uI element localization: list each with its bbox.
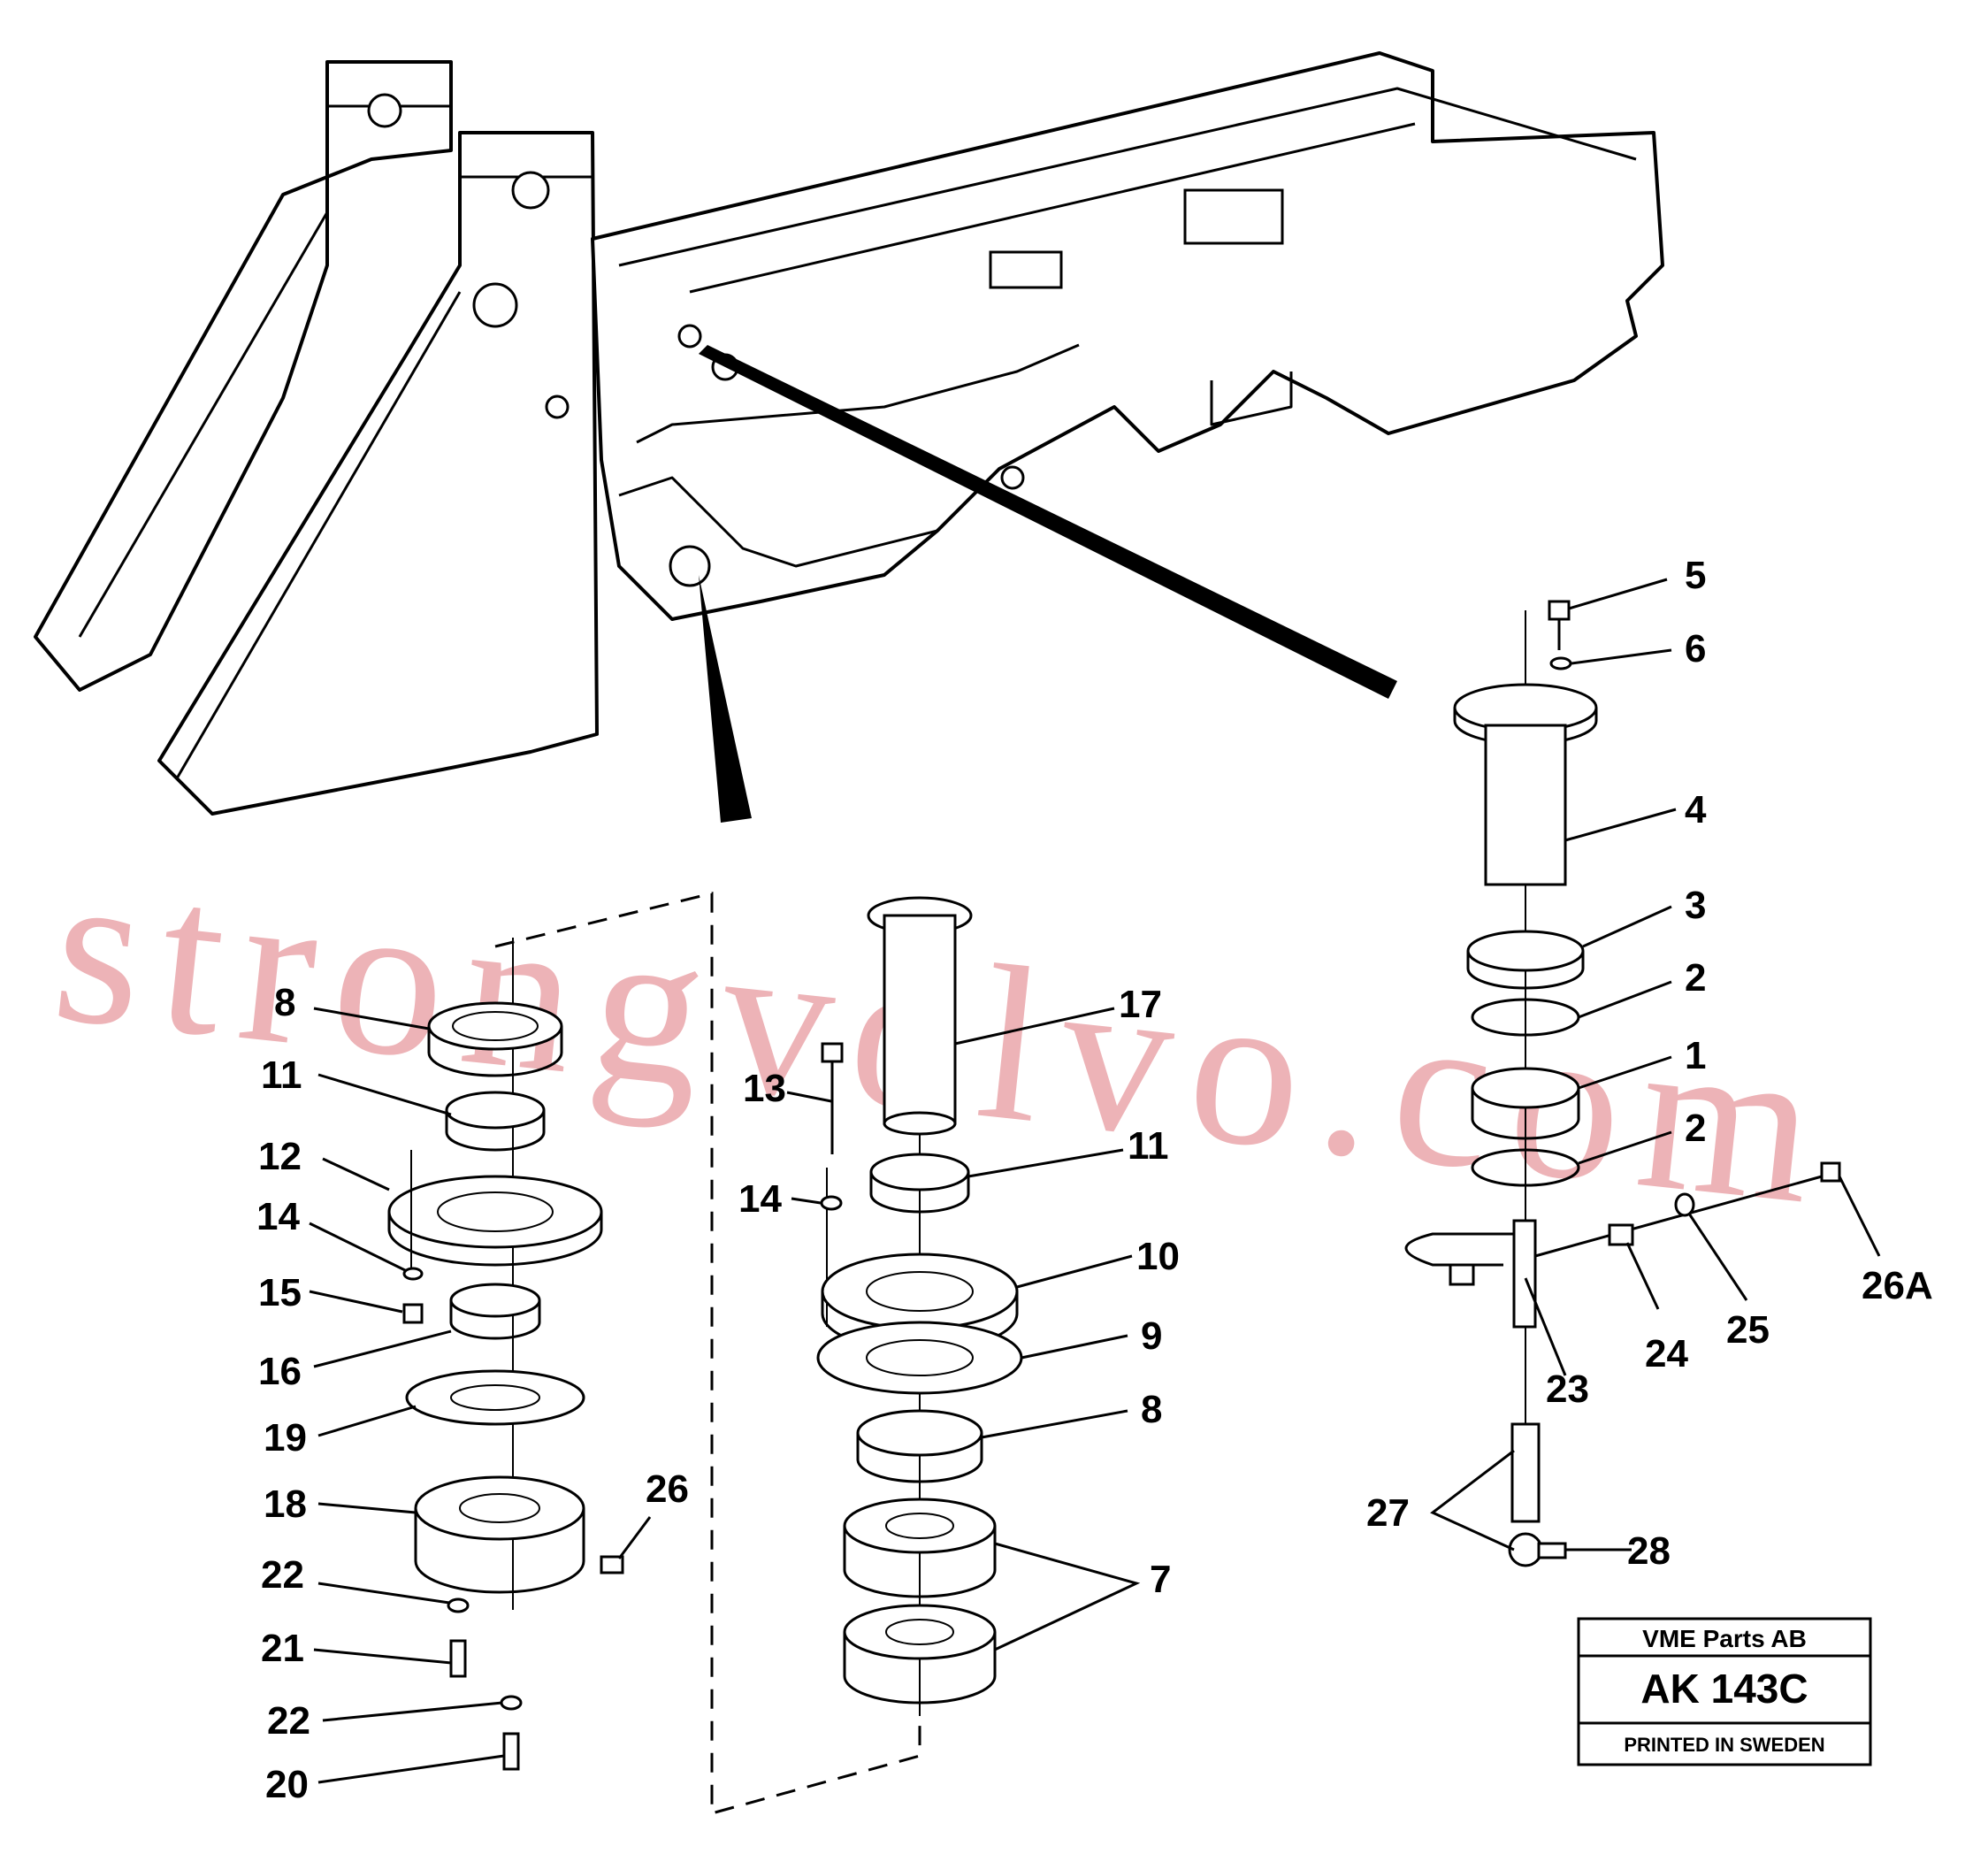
callout-2: 2 [1685,956,1706,1000]
callout-1: 1 [1685,1034,1706,1077]
loader-frame-illustration [34,51,1664,823]
right-pin-stack [1404,600,1841,1567]
callout-11-middle: 11 [1128,1124,1169,1168]
callout-8: 8 [274,981,295,1024]
callout-8-middle: 8 [1141,1388,1162,1431]
callout-19: 19 [264,1416,307,1459]
callout-4: 4 [1685,788,1707,831]
callout-3: 3 [1685,884,1706,927]
callout-2-lower: 2 [1685,1107,1706,1150]
callout-21: 21 [261,1627,304,1670]
callout-6: 6 [1685,627,1706,670]
title-block-company: VME Parts AB [1642,1625,1807,1652]
callout-18: 18 [264,1482,307,1526]
callout-16: 16 [258,1350,302,1393]
title-block-drawing-number: AK 143C [1640,1666,1808,1712]
callout-7: 7 [1150,1558,1171,1601]
callout-15: 15 [258,1271,302,1314]
callout-12: 12 [258,1135,302,1178]
callout-23: 23 [1546,1368,1589,1411]
callout-26A: 26A [1862,1264,1933,1307]
callout-5: 5 [1685,554,1706,597]
callout-27: 27 [1366,1491,1410,1535]
title-block: VME Parts AB AK 143C PRINTED IN SWEDEN [1577,1617,1872,1766]
callout-24: 24 [1645,1332,1688,1375]
callout-9: 9 [1141,1314,1162,1358]
callout-22: 22 [261,1553,304,1597]
callout-22-lower: 22 [267,1699,310,1743]
title-block-printed: PRINTED IN SWEDEN [1624,1734,1824,1756]
callout-13: 13 [743,1067,786,1110]
leader-lines [309,578,1881,1784]
callout-labels: 8 11 12 14 15 16 19 18 26 22 21 22 20 17… [256,554,1933,1806]
middle-bearing-stack [816,896,1023,1716]
callout-28: 28 [1627,1529,1671,1573]
callout-14-middle: 14 [738,1177,782,1221]
callout-25: 25 [1726,1308,1770,1352]
callout-10: 10 [1136,1235,1180,1278]
callout-14: 14 [256,1195,300,1238]
callout-11: 11 [261,1053,302,1097]
callout-20: 20 [265,1763,309,1806]
callout-26: 26 [646,1467,689,1511]
left-bearing-stack [387,892,921,1815]
callout-17: 17 [1119,983,1162,1026]
